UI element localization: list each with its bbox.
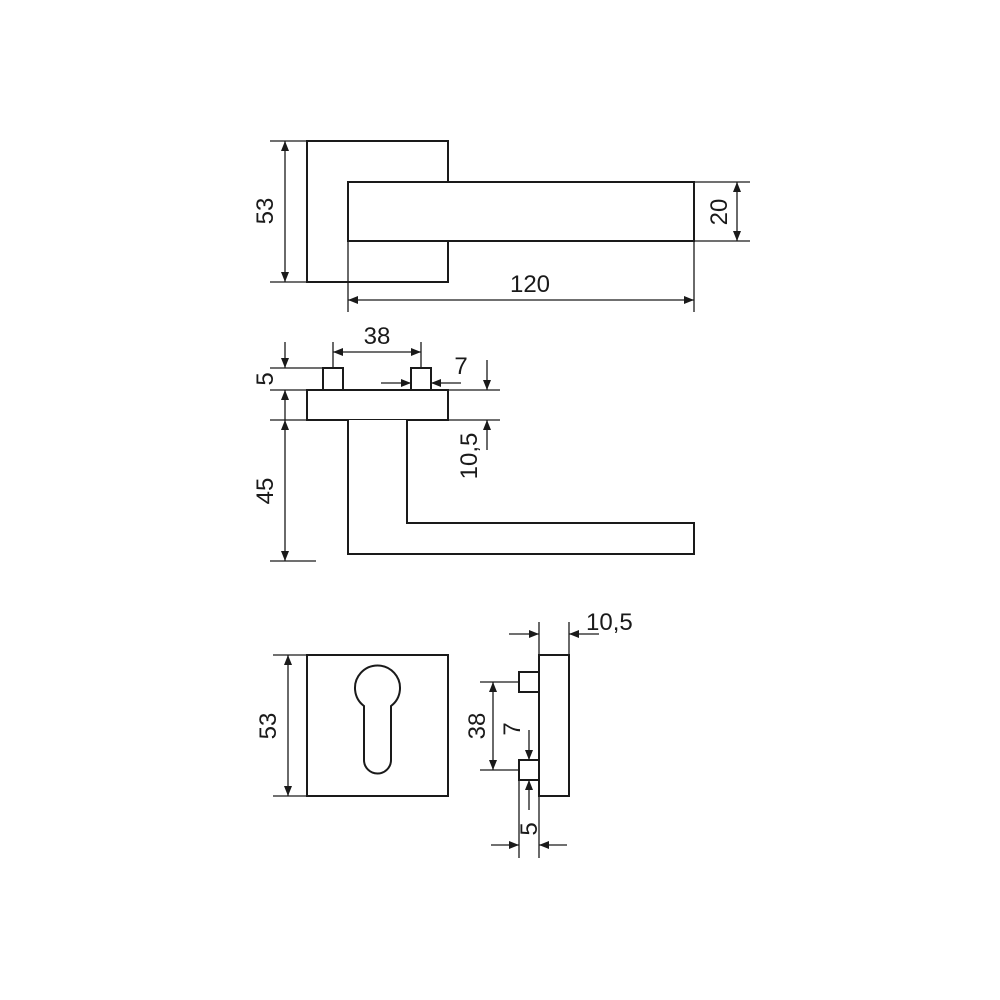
escutcheon-spigot-bottom xyxy=(518,759,540,781)
dim-label-lever-length: 120 xyxy=(510,271,550,298)
dim-label-rose-height: 53 xyxy=(252,198,279,225)
escutcheon-spigot-top xyxy=(518,671,540,693)
dim-label-escutcheon-thickness: 10,5 xyxy=(586,609,633,636)
dim-label-lever-drop: 45 xyxy=(252,478,279,505)
dim-label-spigot-height: 5 xyxy=(252,372,279,385)
dim-label-escutcheon-height: 53 xyxy=(255,713,282,740)
dim-label-lever-height: 20 xyxy=(706,199,733,226)
lever-side-profile xyxy=(347,420,695,555)
keyhole-cutout xyxy=(354,664,401,775)
escutcheon-side-plate xyxy=(538,654,570,797)
dim-label-spigot-spacing: 38 xyxy=(364,323,391,350)
dim-label-spigot-width: 7 xyxy=(454,353,467,380)
spigot-right xyxy=(410,367,432,391)
handle-side-view: 38 7 5 10,5 45 xyxy=(252,323,695,562)
side-rose-plate xyxy=(306,389,449,421)
escutcheon-side-view: 10,5 38 7 5 xyxy=(464,609,633,858)
lever-bar xyxy=(347,181,695,242)
spigot-left xyxy=(322,367,344,391)
handle-front-view: 53 20 120 xyxy=(252,140,750,312)
escutcheon-front-view: 53 xyxy=(255,654,449,797)
dim-label-escutcheon-spigot-width: 7 xyxy=(499,722,526,735)
dim-label-escutcheon-spigot-height: 5 xyxy=(516,822,543,835)
dim-label-escutcheon-spigot-spacing: 38 xyxy=(464,713,491,740)
dim-label-rose-thickness: 10,5 xyxy=(456,433,483,480)
